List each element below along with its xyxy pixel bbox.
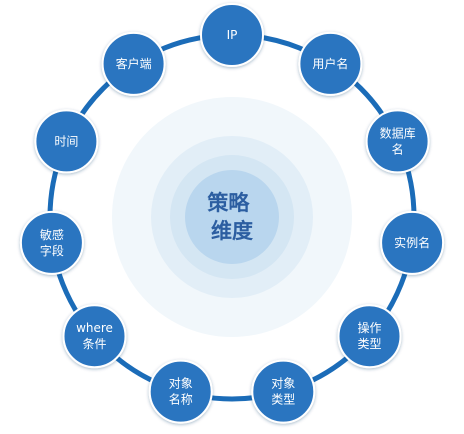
dimension-node-circle — [101, 31, 166, 96]
dimension-node-label-line: 数据库 — [380, 125, 416, 140]
dimension-node-circle — [62, 304, 127, 369]
dimension-node-label: 客户端 — [116, 56, 152, 71]
dimension-node-label: 数据库名 — [380, 125, 416, 156]
dimension-node-label-line: 用户名 — [312, 56, 348, 71]
dimension-node: 对象类型 — [251, 359, 316, 424]
dimension-node: 客户端 — [101, 31, 166, 96]
dimension-node-label: 实例名 — [394, 235, 430, 250]
dimension-node: 时间 — [34, 109, 99, 174]
dimension-node-circle — [298, 31, 363, 96]
dimension-node: 操作类型 — [337, 304, 402, 369]
dimension-node-label: IP — [227, 28, 238, 42]
dimension-node-label: 对象名称 — [169, 377, 193, 407]
dimension-node-circle — [34, 109, 99, 174]
dimension-node-label-line: 操作 — [357, 320, 381, 335]
dimension-node-label-line: 类型 — [271, 393, 295, 407]
center-circle — [185, 170, 279, 264]
dimension-node-label-line: 对象 — [271, 377, 295, 391]
dimension-node-label-line: 对象 — [169, 377, 193, 391]
dimension-node-label-line: 客户端 — [116, 56, 152, 71]
dimension-node: 数据库名 — [365, 109, 430, 174]
dimension-node-label-line: IP — [227, 28, 238, 42]
dimension-node: IP — [200, 3, 264, 67]
dimension-node-label: 对象类型 — [271, 377, 295, 407]
dimension-node-circle — [365, 109, 430, 174]
dimension-node: 用户名 — [298, 31, 363, 96]
dimension-node: where 条件 — [62, 304, 127, 369]
dimension-node-label: 操作类型 — [357, 320, 381, 351]
dimension-node-label: 时间 — [54, 134, 78, 148]
dimension-node-circle — [148, 359, 213, 424]
dimension-node: 对象名称 — [148, 359, 213, 424]
dimension-node-label: 用户名 — [312, 56, 348, 71]
dimension-node-label-line: 实例名 — [394, 235, 430, 250]
dimension-node-label-line: 时间 — [54, 134, 78, 148]
dimension-node-circle — [19, 210, 84, 275]
dimension-node-label-line: 名称 — [169, 392, 193, 407]
dimension-node-label-line: 类型 — [357, 337, 381, 351]
dimension-node-label-line: 条件 — [82, 337, 106, 351]
dimension-node: 敏感字段 — [19, 210, 84, 275]
dimension-node-label-line: 敏感 — [40, 227, 64, 242]
dimension-node-label: 敏感字段 — [40, 227, 64, 258]
dimension-node-circle — [380, 210, 445, 275]
dimension-node-label: where 条件 — [76, 321, 113, 351]
dimension-node-circle — [200, 3, 264, 67]
dimension-node-label-line: 字段 — [40, 243, 64, 258]
dimension-node-circle — [337, 304, 402, 369]
dimension-node: 实例名 — [380, 210, 445, 275]
center-label-line-2: 维度 — [211, 219, 253, 243]
center-label: 策略 维度 — [207, 191, 256, 243]
dimension-node-circle — [251, 359, 316, 424]
dimension-node-label-line: where — [76, 321, 113, 335]
center-label-line-1: 策略 — [207, 191, 250, 215]
dimension-node-label-line: 名 — [392, 141, 404, 156]
